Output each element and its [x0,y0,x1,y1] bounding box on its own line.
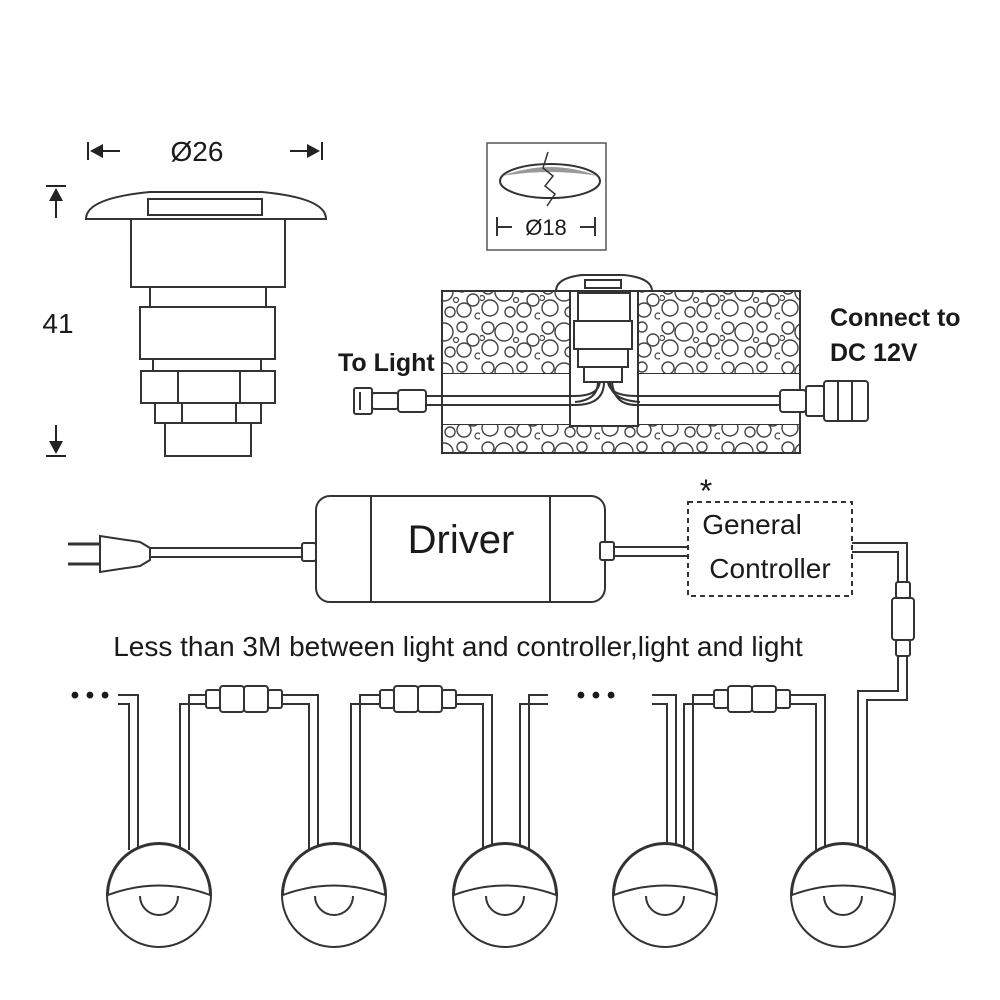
light-unit-2 [281,694,387,948]
connect-to-label: Connect to [830,304,961,332]
width-dimension: Ø26 [87,136,323,167]
vertical-connector [891,581,915,657]
driver-label: Driver [408,518,515,562]
ellipsis-left: • • • [71,682,110,709]
cable-to-power [607,380,869,422]
general-controller-box: General Controller * [687,473,853,597]
wiring-diagram: Driver General Controller * Less than 3M… [68,473,915,948]
light-unit-4 [612,694,718,948]
light-unit-5 [790,694,896,948]
hole-detail-box: Ø18 [486,142,607,251]
dc-12v-label: DC 12V [830,339,918,367]
inline-connector-1 [205,685,283,713]
installed-light [554,274,654,403]
diameter-label: Ø26 [171,136,224,167]
height-dimension: 41 [42,185,74,457]
light-dimension-drawing: Ø26 41 [42,136,328,457]
cable-to-light [353,381,605,415]
controller-line2: Controller [709,553,830,584]
ellipsis-middle: • • • [577,682,616,709]
hole-diameter-label: Ø18 [525,215,567,240]
controller-line1: General [702,509,802,540]
installation-drawing: Ø18 [338,142,961,454]
light-body [84,191,328,457]
distance-note: Less than 3M between light and controlle… [113,631,803,662]
inline-connector-3 [713,685,791,713]
power-plug-icon [68,534,317,574]
inline-connector-2 [379,685,457,713]
height-label: 41 [42,308,73,339]
driver-box: Driver [315,495,606,603]
asterisk-mark: * [700,473,712,509]
to-light-label: To Light [338,349,435,377]
light-unit-3 [452,694,558,948]
light-unit-1 [106,694,212,948]
